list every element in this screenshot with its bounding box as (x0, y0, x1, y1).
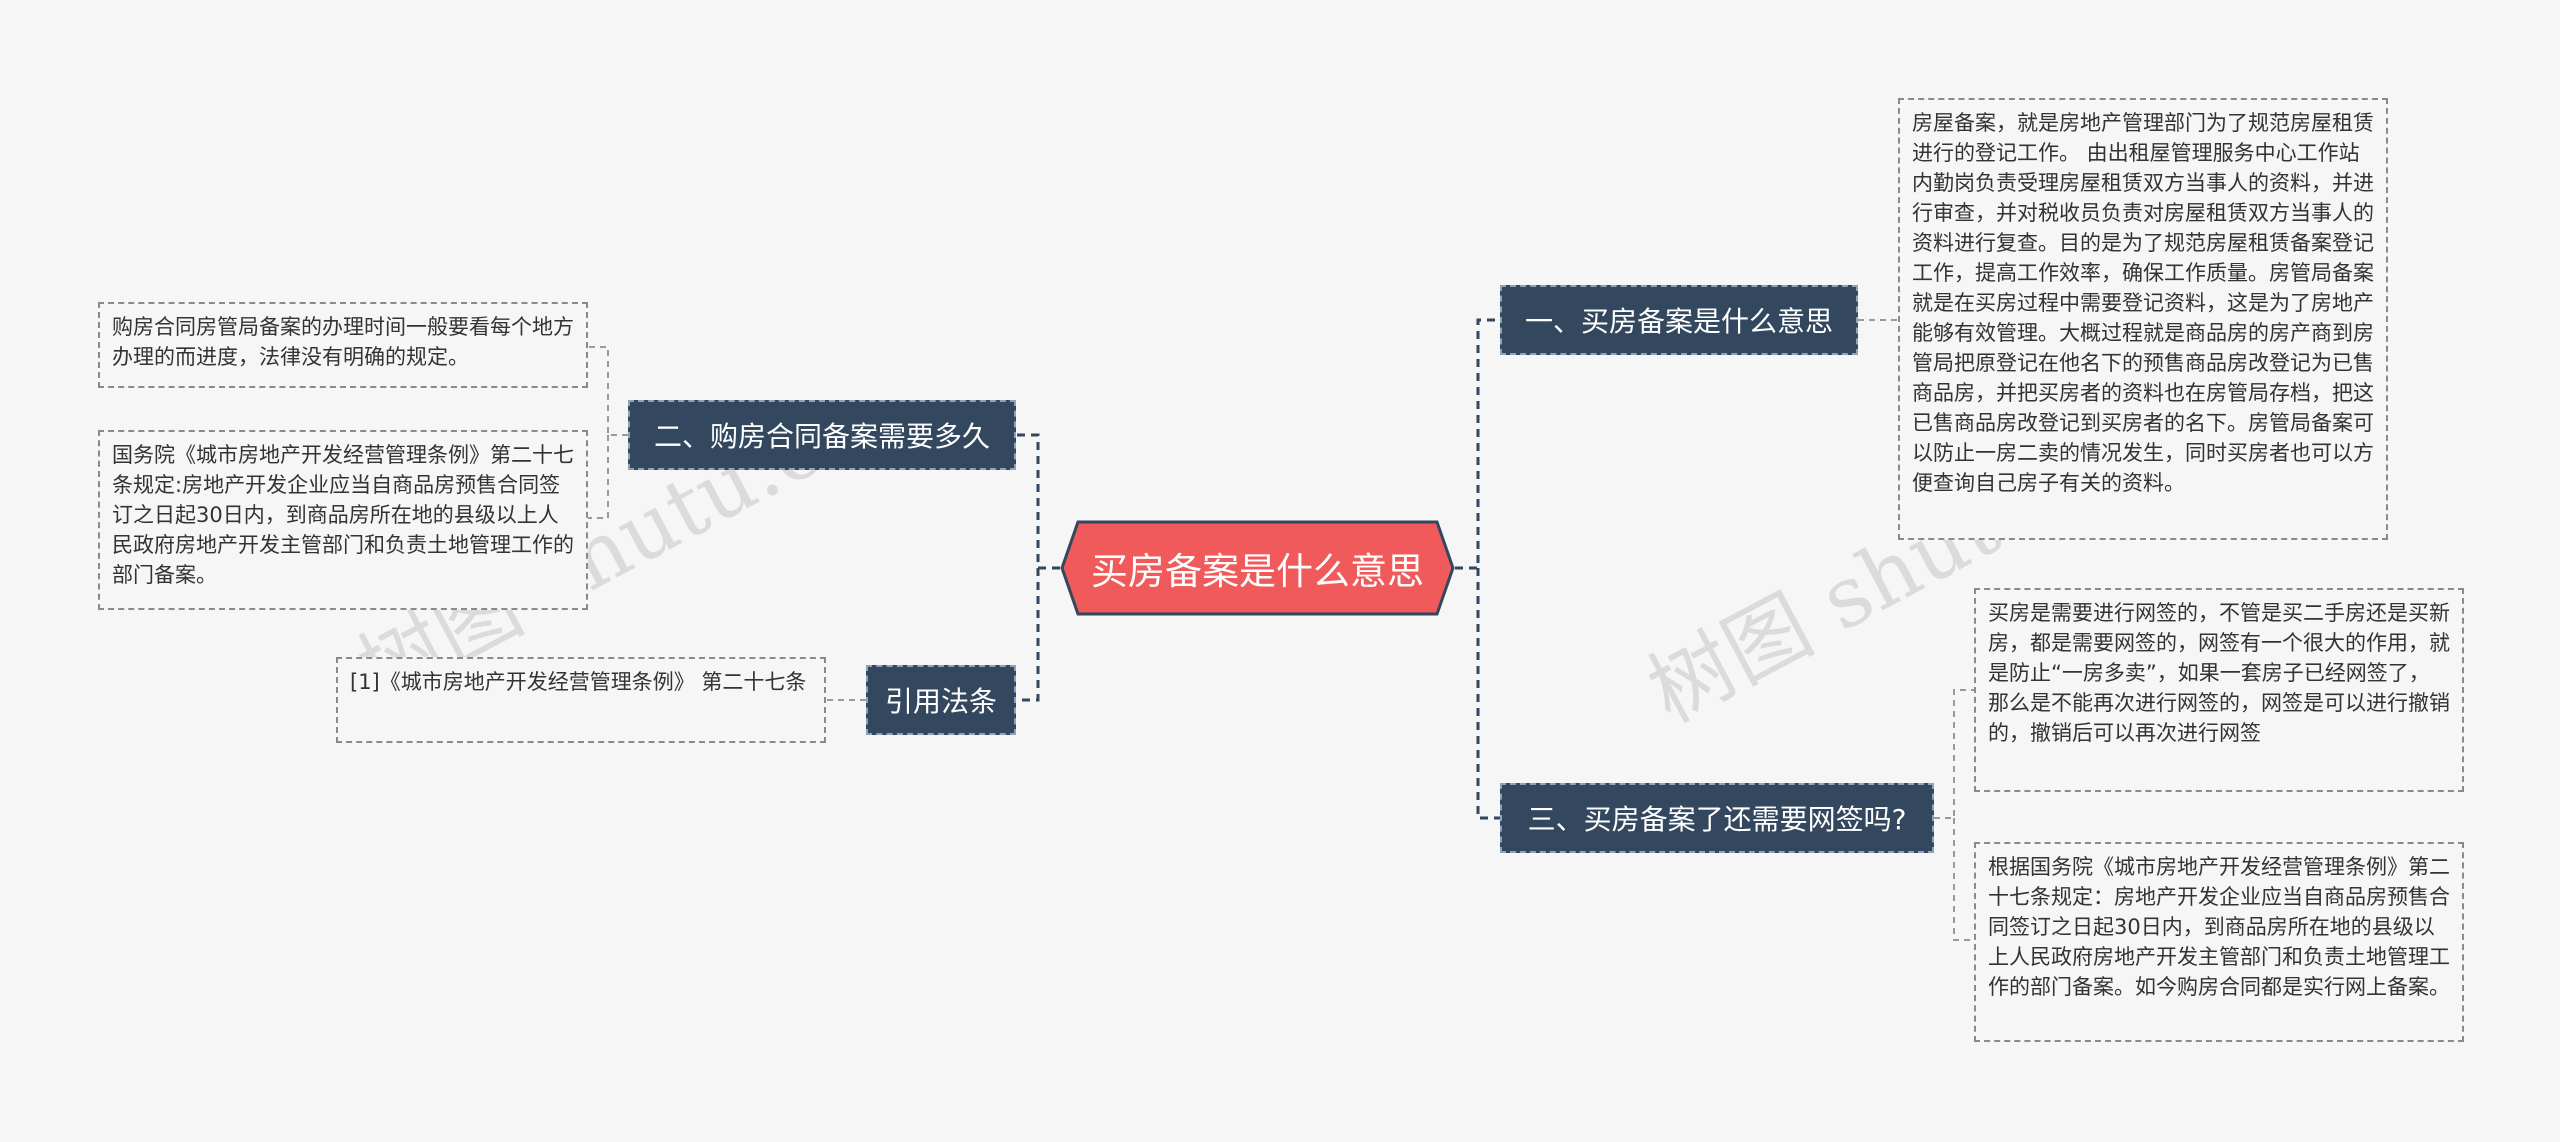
branch-what-is-filing[interactable]: 一、买房备案是什么意思 (1500, 285, 1858, 355)
branch-filing-duration[interactable]: 二、购房合同备案需要多久 (628, 400, 1016, 470)
link-root-b3 (1016, 568, 1040, 702)
link-root-b2 (1016, 433, 1060, 570)
branch-online-signing[interactable]: 三、买房备案了还需要网签吗? (1500, 783, 1934, 853)
link-b4-leaf1 (1934, 689, 1974, 819)
leaf-online-signing-explain: 买房是需要进行网签的，不管是买二手房还是买新房，都是需要网签的，网签有一个很大的… (1974, 588, 2464, 792)
branch-label: 引用法条 (884, 685, 997, 718)
link-b2-leaf1 (588, 346, 628, 436)
leaf-filing-definition: 房屋备案，就是房地产管理部门为了规范房屋租赁进行的登记工作。 由出租屋管理服务中… (1898, 98, 2388, 540)
link-b4-leaf2 (1953, 818, 1974, 941)
leaf-duration-note: 购房合同房管局备案的办理时间一般要看每个地方办理的而进度，法律没有明确的规定。 (98, 302, 588, 388)
branch-label: 二、购房合同备案需要多久 (653, 420, 990, 453)
leaf-online-filing-regulation: 根据国务院《城市房地产开发经营管理条例》第二十七条规定：房地产开发企业应当自商品… (1974, 842, 2464, 1042)
link-root-b4 (1476, 568, 1500, 820)
branch-label: 三、买房备案了还需要网签吗? (1527, 803, 1907, 836)
leaf-regulation-article-27: 国务院《城市房地产开发经营管理条例》第二十七条规定:房地产开发企业应当自商品房预… (98, 430, 588, 610)
branch-cited-law[interactable]: 引用法条 (866, 665, 1016, 735)
link-b2-leaf2 (588, 435, 609, 519)
branch-label: 一、买房备案是什么意思 (1524, 305, 1833, 338)
root-label: 买房备案是什么意思 (1091, 550, 1424, 593)
root-node[interactable]: 买房备案是什么意思 (1060, 520, 1455, 616)
link-root-b1 (1455, 318, 1500, 570)
leaf-law-citation: [1]《城市房地产开发经营管理条例》 第二十七条 (336, 657, 826, 743)
root-hexagon-shape (1060, 520, 1455, 616)
